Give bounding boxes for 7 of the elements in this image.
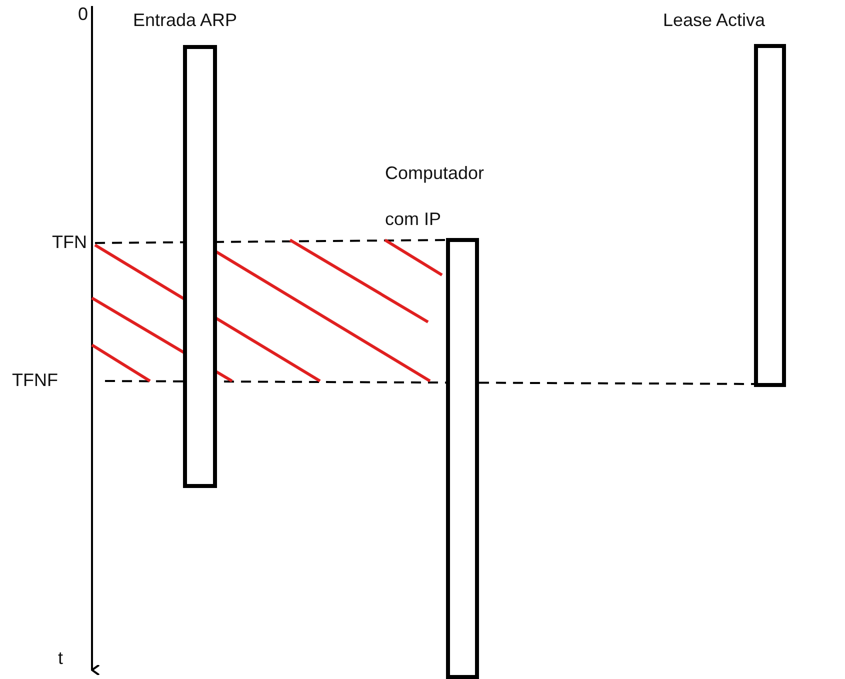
axis-label: t (58, 648, 64, 669)
time-marker-label: TFN (52, 232, 87, 253)
time-marker-label: TFNF (12, 370, 58, 391)
bar-heading: Computador com IP (385, 162, 486, 231)
bar-heading: Entrada ARP (133, 9, 238, 32)
bar-heading: Lease Activa (663, 9, 766, 32)
axis-tick-label: 0 (78, 4, 88, 25)
